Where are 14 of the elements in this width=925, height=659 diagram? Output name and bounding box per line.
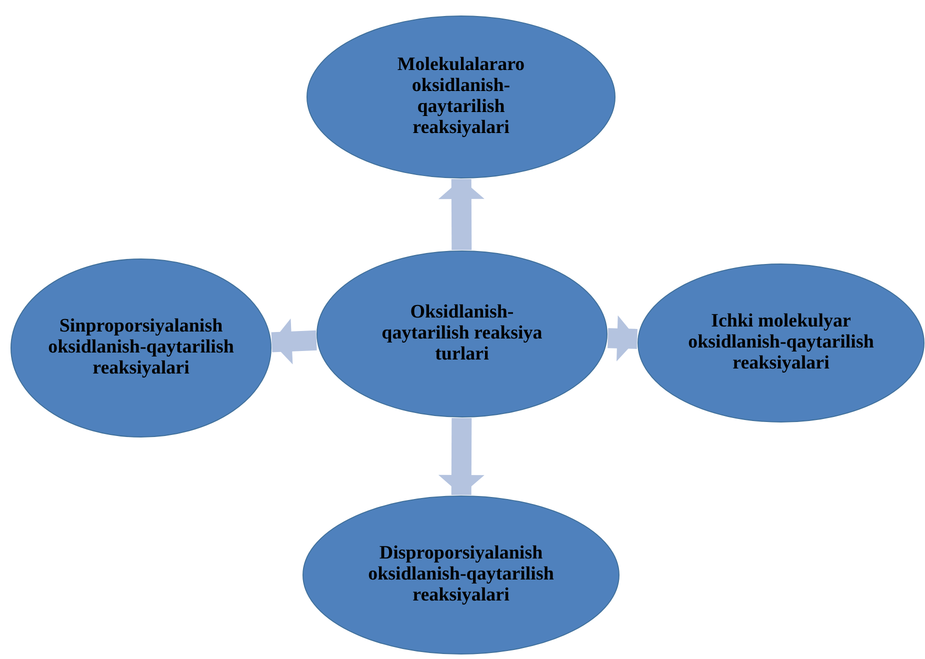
- ellipse-node: [302, 495, 620, 655]
- node-label: Molekulalararo oksidlanish-qaytarilish reaksiyalari: [396, 55, 526, 139]
- ellipse-node: [316, 250, 608, 418]
- node-label: Disproporsiyalanish oksidlanish-qaytarilish reaksiyalari: [367, 544, 555, 606]
- block-arrow: [271, 318, 317, 364]
- block-arrow: [608, 315, 638, 362]
- node-label: Oksidlanish-qaytarilish reaksiya turlari: [380, 302, 544, 366]
- block-arrow: [438, 178, 484, 250]
- node-label: Sinproporsiyalanish oksidlanish-qaytarilish reaksiyalari: [47, 316, 235, 380]
- ellipse-node: [10, 258, 272, 438]
- block-arrow: [438, 418, 484, 496]
- ellipse-node: [306, 15, 616, 179]
- ellipse-node: [637, 263, 925, 423]
- node-label: Ichki molekulyar oksidlanish-qaytarilish reaksiyalari: [687, 312, 875, 374]
